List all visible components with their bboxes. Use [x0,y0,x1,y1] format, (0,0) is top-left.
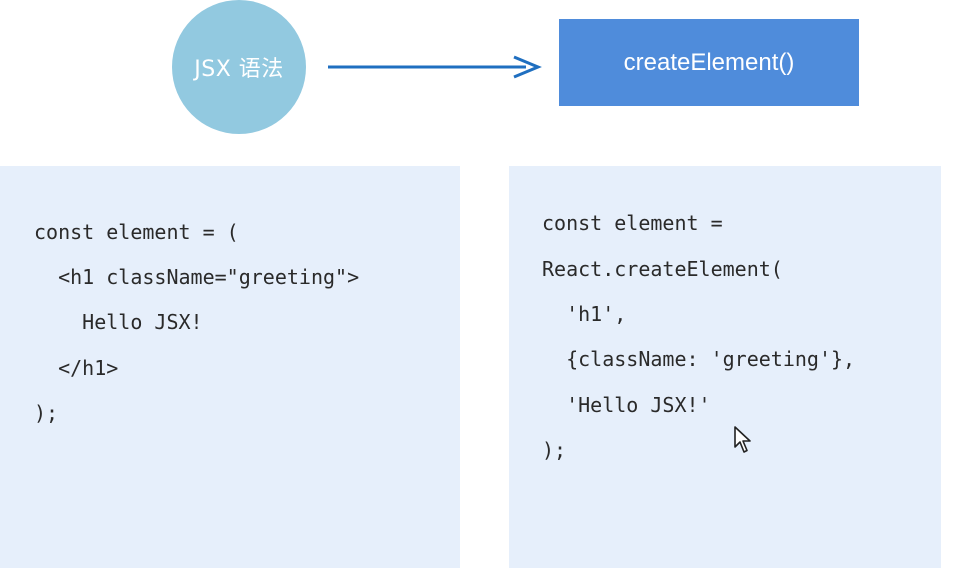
right-code-line: React.createElement( [542,257,783,281]
right-code-line: 'h1', [542,302,627,326]
create-element-code-panel [509,166,941,568]
right-code-line: ); [542,438,567,462]
left-code-line: const element = ( [34,220,239,244]
left-code-line: <h1 className="greeting"> [34,265,360,289]
jsx-syntax-node: JSX 语法 [172,0,306,134]
jsx-syntax-label: JSX 语法 [194,57,284,82]
right-code-line: const element = [542,211,723,235]
arrow-right-icon [328,55,542,79]
jsx-code-panel [0,166,460,568]
right-code-line: 'Hello JSX!' [542,393,711,417]
left-code-line: ); [34,401,59,425]
create-element-node: createElement() [559,19,859,106]
left-code-line: Hello JSX! [34,310,203,334]
right-code-line: {className: 'greeting'}, [542,347,856,371]
left-code-line: </h1> [34,356,119,380]
mouse-pointer-icon [734,426,751,453]
create-element-label: createElement() [623,48,795,76]
